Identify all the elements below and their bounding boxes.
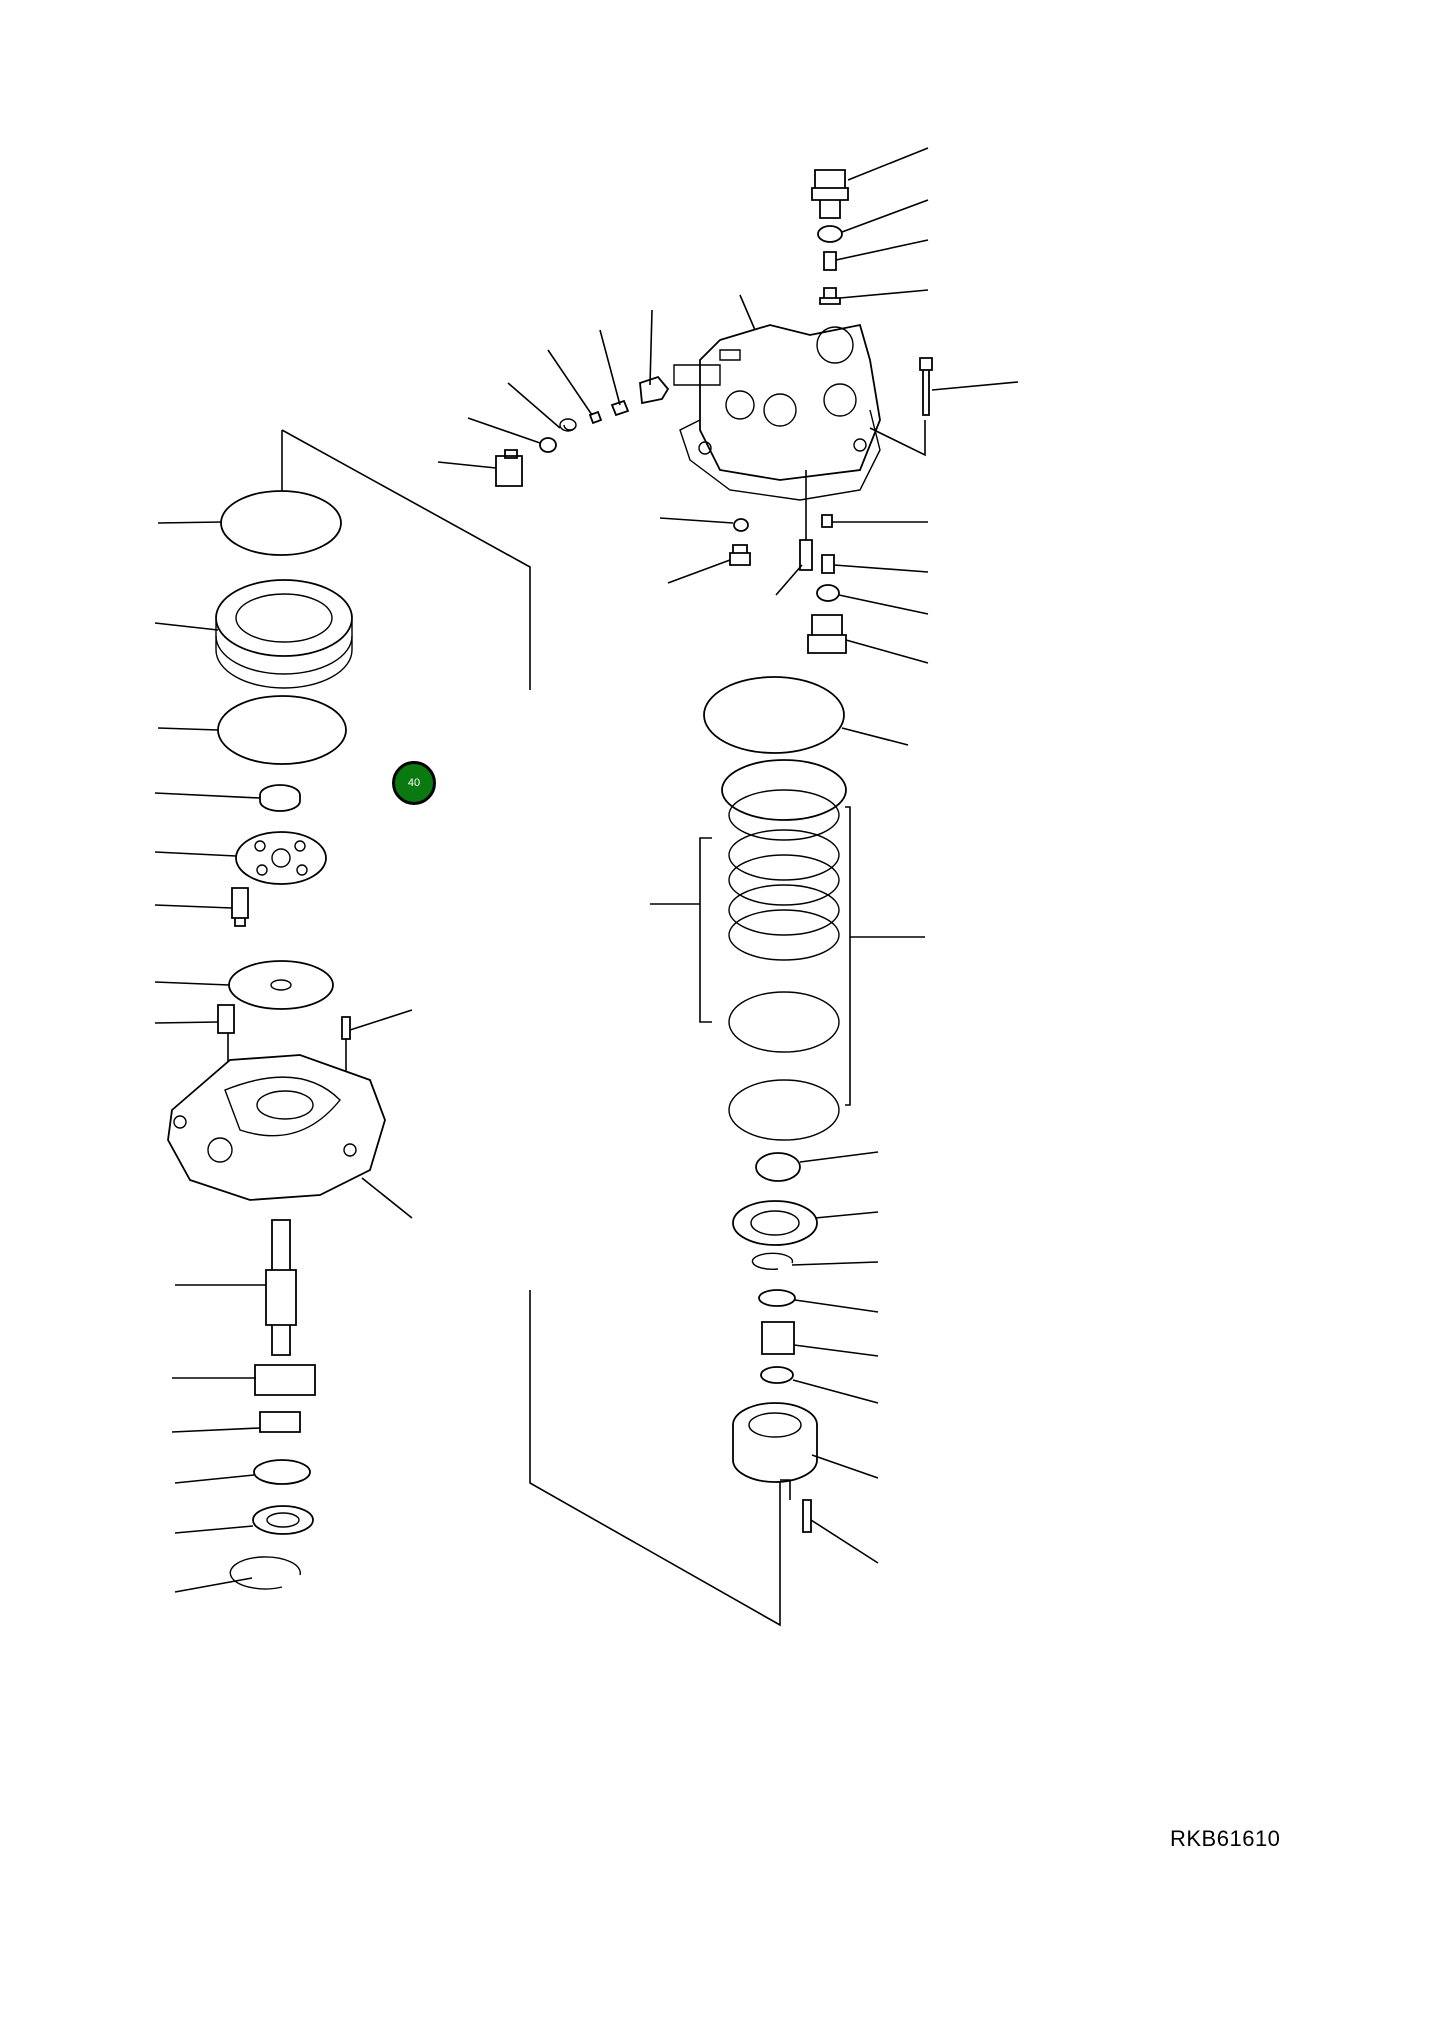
disc-stack <box>650 676 925 1564</box>
left-column-parts <box>154 490 413 1593</box>
relief-valve-parts <box>437 309 670 487</box>
part-code-label: RKB61610 <box>1170 1826 1281 1851</box>
group-outline <box>281 429 781 1627</box>
valve-housing-assembly <box>659 147 1019 664</box>
callout-badge-40[interactable]: 40 <box>392 761 436 805</box>
